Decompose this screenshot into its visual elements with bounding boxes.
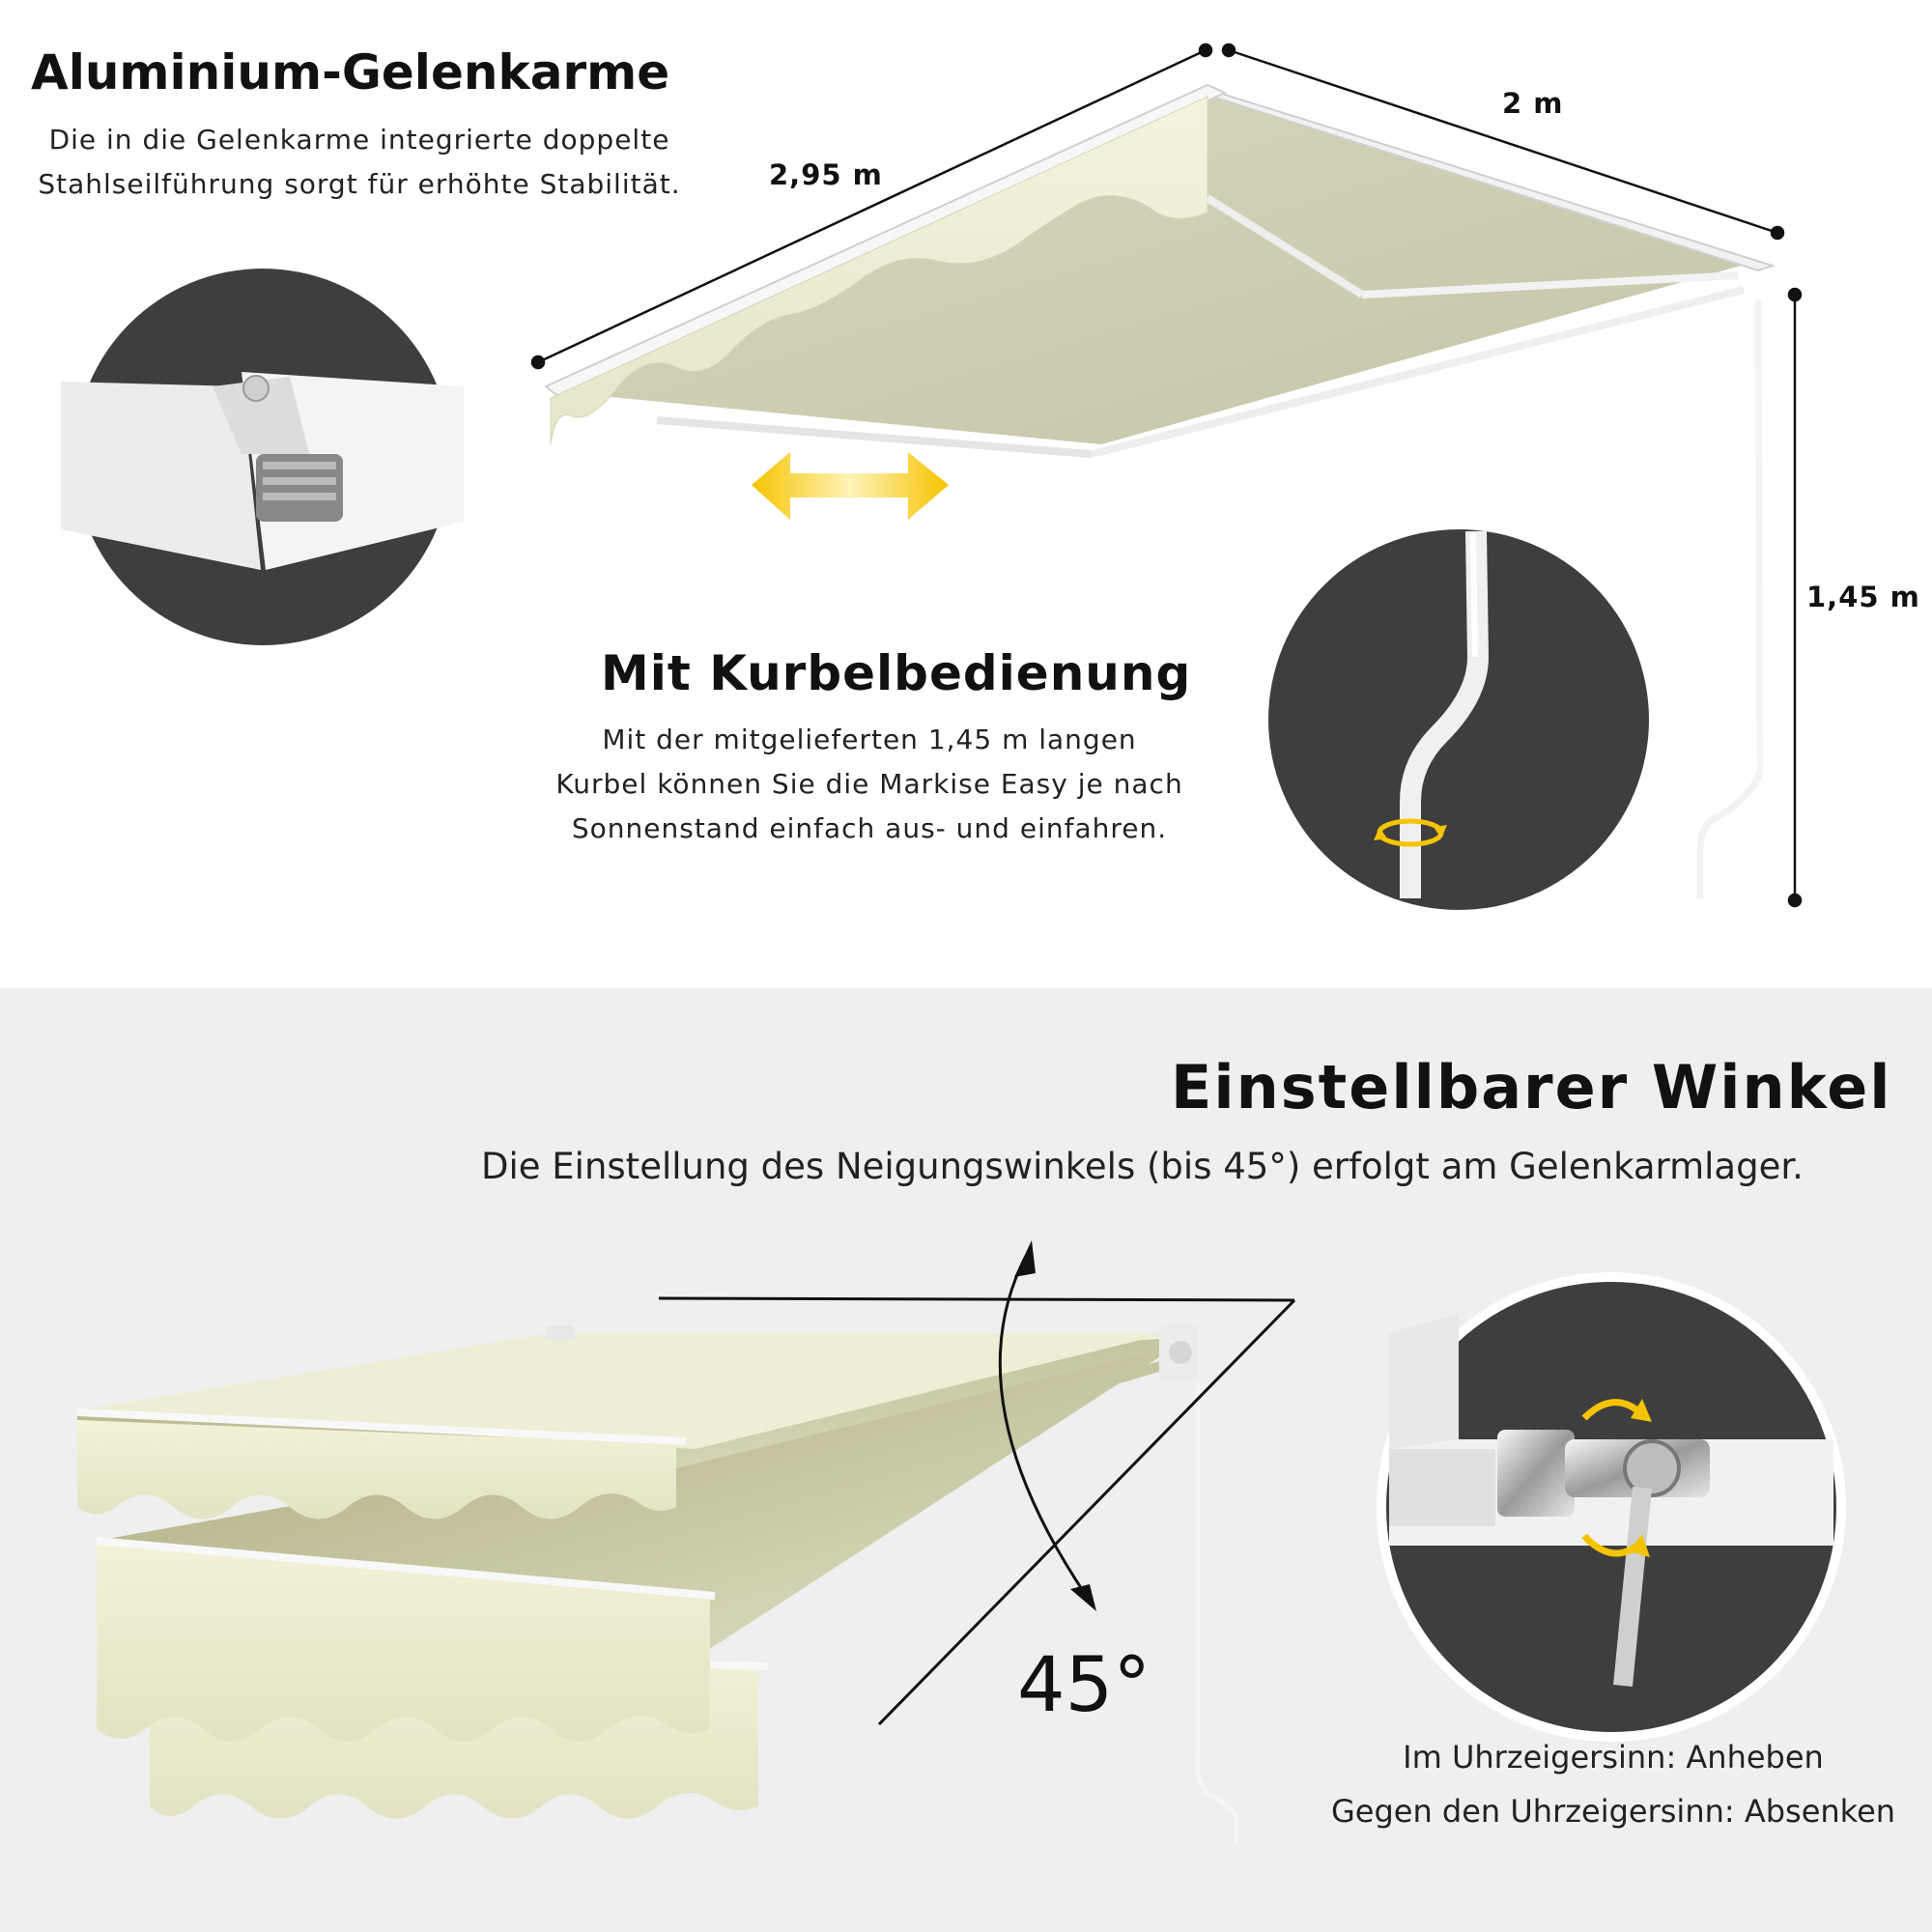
- arms-text-line2: Stahlseilführung sorgt für erhöhte Stabi…: [38, 168, 681, 200]
- slide-double-arrow-icon: [752, 452, 949, 520]
- crank-text-line2: Kurbel können Sie die Markise Easy je na…: [555, 768, 1183, 800]
- hinge-caption-line2: Gegen den Uhrzeigersinn: Absenken: [1330, 1793, 1896, 1830]
- angle-title: Einstellbarer Winkel: [1171, 1052, 1892, 1122]
- crank-text-line1: Mit der mitgelieferten 1,45 m langen: [602, 724, 1137, 755]
- hinge-caption-line1: Im Uhrzeigersinn: Anheben: [1403, 1739, 1824, 1776]
- angle-reference-lines: [658, 1255, 1296, 1726]
- hinge-detail-circle: [1377, 1272, 1846, 1742]
- arms-title: Aluminium-Gelenkarme: [31, 44, 670, 100]
- dimension-crank-length-label: 1,45 m: [1806, 581, 1920, 613]
- arms-description: Die in die Gelenkarme integrierte doppel…: [21, 118, 697, 207]
- angle-value-label: 45°: [1017, 1642, 1151, 1729]
- crank-text-line3: Sonnenstand einfach aus- und einfahren.: [571, 812, 1168, 844]
- arms-text-line1: Die in die Gelenkarme integrierte doppel…: [48, 124, 670, 156]
- awning-top-illustration: [544, 83, 1776, 898]
- crank-description: Mit der mitgelieferten 1,45 m langen Kur…: [531, 718, 1208, 851]
- awning-angle-layers: [76, 1323, 1239, 1845]
- arm-joint-detail-circle: [61, 269, 464, 645]
- angle-description: Die Einstellung des Neigungswinkels (bis…: [481, 1146, 1804, 1187]
- dimension-lines: [530, 43, 1803, 908]
- crank-detail-circle: [1268, 529, 1649, 910]
- dimension-depth-label: 2 m: [1502, 87, 1564, 120]
- dimension-width-label: 2,95 m: [769, 158, 883, 191]
- hinge-caption: Im Uhrzeigersinn: Anheben Gegen den Uhrz…: [1314, 1730, 1913, 1838]
- angle-arc-arrowheads: [1014, 1240, 1096, 1611]
- crank-title: Mit Kurbelbedienung: [601, 645, 1192, 701]
